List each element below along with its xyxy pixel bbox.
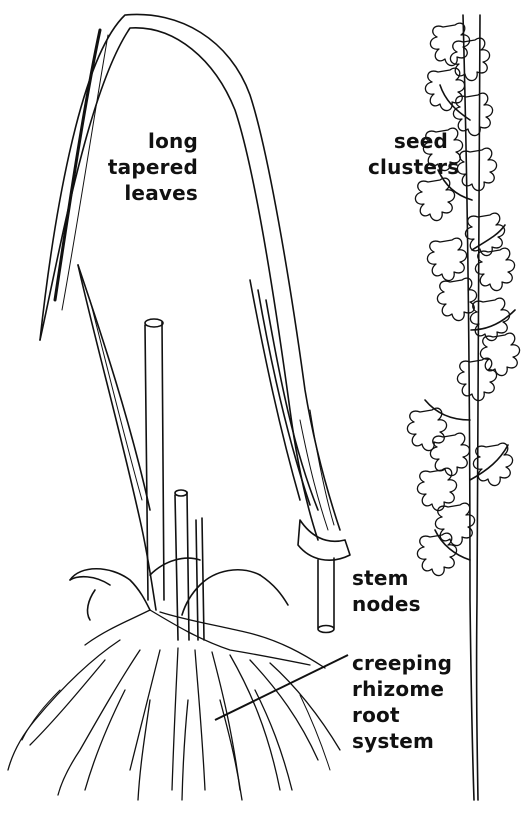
root-system	[8, 610, 340, 800]
label-seed-clusters: seed clusters	[368, 128, 448, 180]
label-creeping-rhizome-root-system: creeping rhizome root system	[352, 650, 452, 754]
label-line: root	[352, 702, 452, 728]
label-stem-nodes: stem nodes	[352, 565, 421, 617]
arching-leaf	[40, 14, 340, 540]
label-line: seed	[368, 128, 448, 154]
label-long-tapered-leaves: long tapered leaves	[104, 128, 198, 206]
stem-node	[298, 520, 350, 633]
label-line: long	[104, 128, 198, 154]
seed-tufts	[407, 23, 519, 575]
label-line: clusters	[368, 154, 448, 180]
label-line: system	[352, 728, 452, 754]
label-line: tapered	[104, 154, 198, 180]
label-line: leaves	[104, 180, 198, 206]
label-line: rhizome	[352, 676, 452, 702]
label-line: stem	[352, 565, 421, 591]
label-line: creeping	[352, 650, 452, 676]
label-line: nodes	[352, 591, 421, 617]
young-shoot	[70, 265, 288, 640]
